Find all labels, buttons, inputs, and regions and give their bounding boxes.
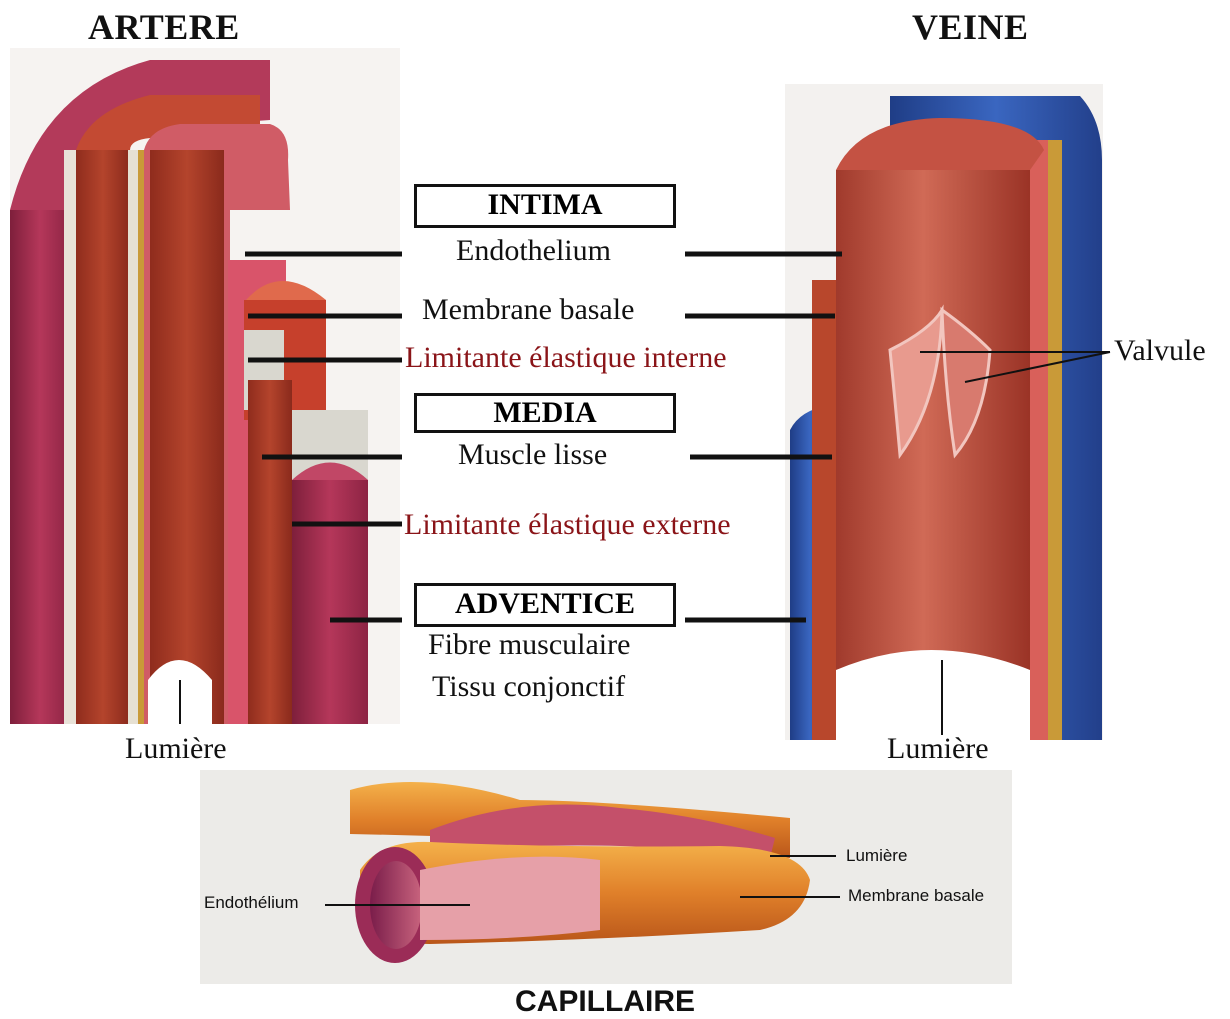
artery-lumen-label: Lumière: [125, 732, 227, 766]
internal-elastic-lamina-label: Limitante élastique interne: [405, 341, 727, 375]
vein-title: VEINE: [912, 10, 1029, 44]
external-elastic-lamina-label: Limitante élastique externe: [404, 508, 731, 542]
basement-membrane-label: Membrane basale: [422, 293, 634, 327]
artery-title: ARTERE: [88, 10, 240, 44]
adventice-heading: ADVENTICE: [414, 583, 676, 627]
smooth-muscle-label: Muscle lisse: [458, 438, 607, 472]
capillary-endothelium-label: Endothélium: [204, 893, 299, 913]
endothelium-label: Endothelium: [456, 234, 611, 268]
intima-heading: INTIMA: [414, 184, 676, 228]
vein-drawing: [785, 84, 1103, 740]
artery-drawing: [10, 48, 400, 724]
vein-lumen-label: Lumière: [887, 732, 989, 766]
capillary-drawing: [200, 770, 1012, 984]
media-heading: MEDIA: [414, 393, 676, 433]
valve-label: Valvule: [1114, 334, 1206, 368]
capillary-title: CAPILLAIRE: [515, 985, 695, 1019]
muscle-fiber-label: Fibre musculaire: [428, 628, 630, 662]
capillary-basement-membrane-label: Membrane basale: [848, 886, 984, 906]
connective-tissue-label: Tissu conjonctif: [432, 670, 625, 704]
capillary-lumen-label: Lumière: [846, 846, 907, 866]
